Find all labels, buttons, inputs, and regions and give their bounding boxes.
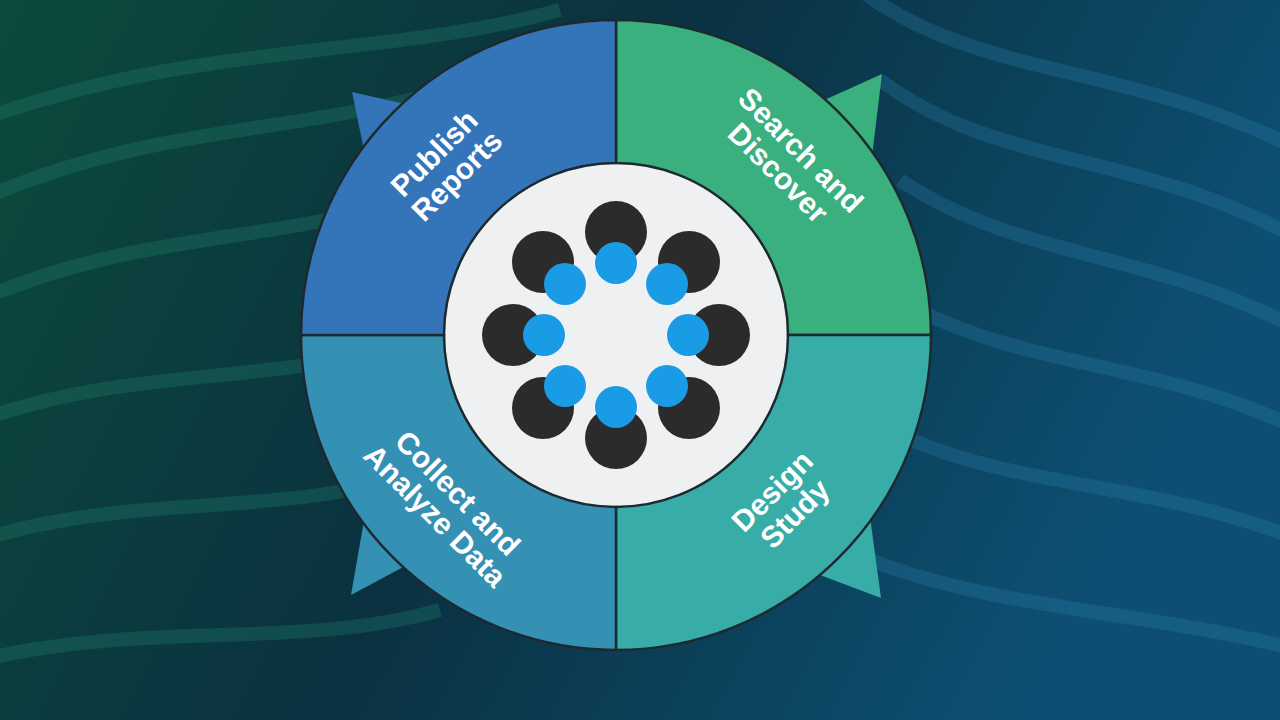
cycle-segment: Collect and Analyze Data [301,335,616,650]
cycle-segment: Search and Discover [616,20,931,335]
cycle-segment: Publish Reports [301,20,616,335]
cycle-segment: Design Study [616,335,931,650]
